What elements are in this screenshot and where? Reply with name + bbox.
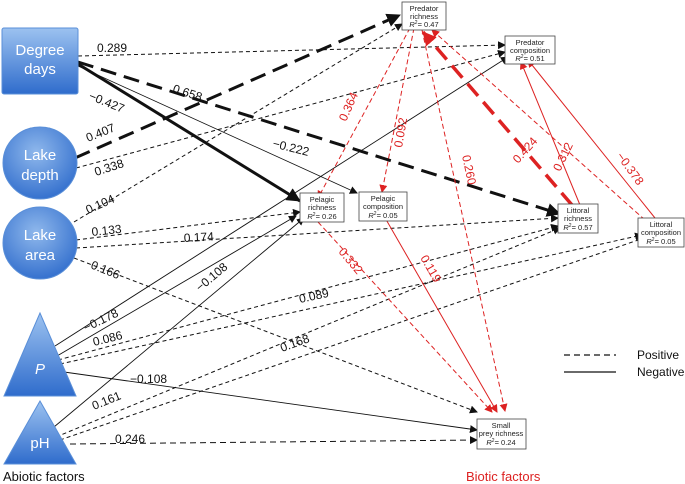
node-lake-area-line1: Lake	[24, 227, 57, 244]
edges	[47, 13, 656, 445]
pelagic-composition-line1: Pelagic	[371, 194, 396, 203]
coef-predrich-smallprey: 0.260	[459, 154, 479, 187]
legend-negative-label: Negative	[637, 365, 685, 379]
small-prey-richness-line2: prey richness	[479, 429, 524, 438]
small-prey-richness-r2: R2= 0.24	[486, 438, 515, 447]
coef-predrich-pelcomp: 0.092	[391, 116, 410, 148]
abiotic-node-degree-days: Degree days	[1, 27, 79, 95]
edge-dd-pelrich	[77, 62, 301, 203]
coef-area-pelcomp: 0.133	[91, 222, 123, 239]
pelagic-richness-line2: richness	[308, 203, 336, 212]
pelagic-richness-line1: Pelagic	[310, 195, 335, 204]
edge-area-littrich	[75, 214, 559, 249]
littoral-composition-line2: composition	[641, 228, 681, 237]
littoral-composition-line1: Littoral	[650, 220, 673, 229]
edge-predrich-pelrich	[317, 27, 411, 199]
coef-ph-smallprey: 0.246	[115, 432, 145, 446]
edge-ph-pelrich	[47, 217, 305, 433]
coef-p-smallprey: −0.108	[130, 372, 167, 386]
predator-richness-line1: Predator	[410, 4, 439, 13]
edge-littcomp-predcomp	[527, 59, 656, 219]
legend: Positive Negative	[564, 348, 685, 379]
coef-dd-pelrich: −0.427	[87, 89, 127, 116]
edge-ph-smallprey	[69, 436, 478, 445]
littoral-richness-r2: R2= 0.57	[563, 223, 592, 232]
coef-ph-pelrich: −0.108	[193, 260, 231, 295]
biotic-node-littoral-composition: Littoral composition R2= 0.05	[637, 217, 685, 248]
coef-pelrich-smallprey: 0.332	[336, 245, 366, 277]
edge-area-predrich	[73, 23, 403, 223]
coef-ph-littcomp: 0.168	[278, 331, 311, 355]
edge-ph-littrich	[55, 226, 561, 438]
abiotic-factors-label: Abiotic factors	[3, 469, 85, 484]
littoral-richness-line1: Littoral	[567, 206, 590, 215]
biotic-node-pelagic-composition: Pelagic composition R2= 0.05	[358, 191, 408, 222]
edge-pelrich-smallprey	[317, 221, 493, 413]
predator-richness-line2: richness	[410, 12, 438, 21]
coef-depth-predrich: 0.407	[84, 120, 117, 144]
biotic-node-predator-composition: Predator composition R2= 0.51	[504, 35, 556, 65]
coef-dd-predcomp: 0.289	[97, 41, 127, 55]
biotic-factors-label: Biotic factors	[466, 469, 541, 484]
node-ph-label: pH	[30, 435, 49, 452]
biotic-node-littoral-richness: Littoral richness R2= 0.57	[557, 203, 599, 234]
predator-composition-line1: Predator	[516, 38, 545, 47]
edge-littrich-predrich	[421, 30, 574, 207]
biotic-node-predator-richness: Predator richness R2= 0.47	[401, 1, 447, 31]
node-lake-depth-line1: Lake	[24, 147, 57, 164]
coef-ph-littrich: 0.161	[90, 388, 123, 412]
predator-composition-line2: composition	[510, 46, 550, 55]
edge-dd-predcomp	[77, 41, 506, 57]
coef-area-littrich: 0.174	[183, 229, 214, 245]
abiotic-node-ph: pH	[3, 399, 77, 465]
edge-p-littcomp	[59, 232, 643, 365]
edge-dd-pelcomp	[77, 65, 358, 194]
littoral-composition-r2: R2= 0.05	[646, 237, 675, 246]
predator-richness-r2: R2= 0.47	[409, 20, 438, 29]
coef-littrich-predcomp: 0.312	[550, 140, 576, 173]
biotic-node-small-prey-richness: Small prey richness R2= 0.24	[476, 418, 527, 450]
pelagic-composition-r2: R2= 0.05	[368, 211, 397, 220]
coef-dd-pelcomp: −0.222	[271, 136, 311, 159]
pelagic-richness-r2: R2= 0.26	[307, 212, 336, 221]
edge-dd-littrich	[77, 60, 561, 217]
coef-area-smallprey: 0.166	[89, 258, 122, 282]
node-degree-days-line2: days	[24, 61, 56, 78]
coef-depth-predcomp: 0.338	[93, 156, 126, 179]
edge-littrich-predcomp	[519, 61, 581, 206]
coef-littcomp-predcomp: −0.378	[614, 150, 647, 188]
coef-area-pelrich: 0.104	[84, 192, 117, 217]
edge-p-predcomp	[54, 56, 509, 347]
edge-ph-littcomp	[59, 236, 645, 441]
edge-p-littrich	[57, 223, 559, 361]
predator-composition-r2: R2= 0.51	[515, 54, 544, 63]
edge-depth-predrich	[74, 13, 401, 160]
abiotic-node-p: P	[3, 311, 77, 397]
edge-area-pelrich	[75, 208, 301, 241]
edge-area-smallprey	[73, 257, 478, 414]
edge-p-smallprey	[63, 371, 478, 433]
edge-pelcomp-smallprey	[383, 215, 498, 413]
abiotic-node-lake-depth: Lake depth	[2, 126, 78, 200]
biotic-node-pelagic-richness: Pelagic richness R2= 0.26	[299, 192, 345, 223]
edge-p-pelrich	[56, 215, 297, 357]
pelagic-composition-line2: composition	[363, 202, 403, 211]
littoral-richness-line2: richness	[564, 214, 592, 223]
edge-predrich-smallprey	[421, 29, 508, 412]
node-degree-days-line1: Degree	[15, 42, 64, 59]
small-prey-richness-line1: Small	[492, 421, 511, 430]
node-lake-area-line2: area	[25, 247, 56, 264]
coef-dd-littrich: 0.658	[171, 82, 204, 105]
abiotic-node-lake-area: Lake area	[2, 206, 78, 280]
legend-positive-label: Positive	[637, 348, 679, 362]
coef-p-littcomp: 0.089	[298, 286, 331, 306]
coef-p-littrich: 0.086	[91, 328, 124, 349]
edge-predrich-pelcomp	[379, 27, 415, 193]
coef-predrich-pelrich: 0.364	[336, 90, 361, 123]
node-lake-depth-line2: depth	[21, 167, 59, 184]
node-p-label: P	[35, 361, 45, 378]
